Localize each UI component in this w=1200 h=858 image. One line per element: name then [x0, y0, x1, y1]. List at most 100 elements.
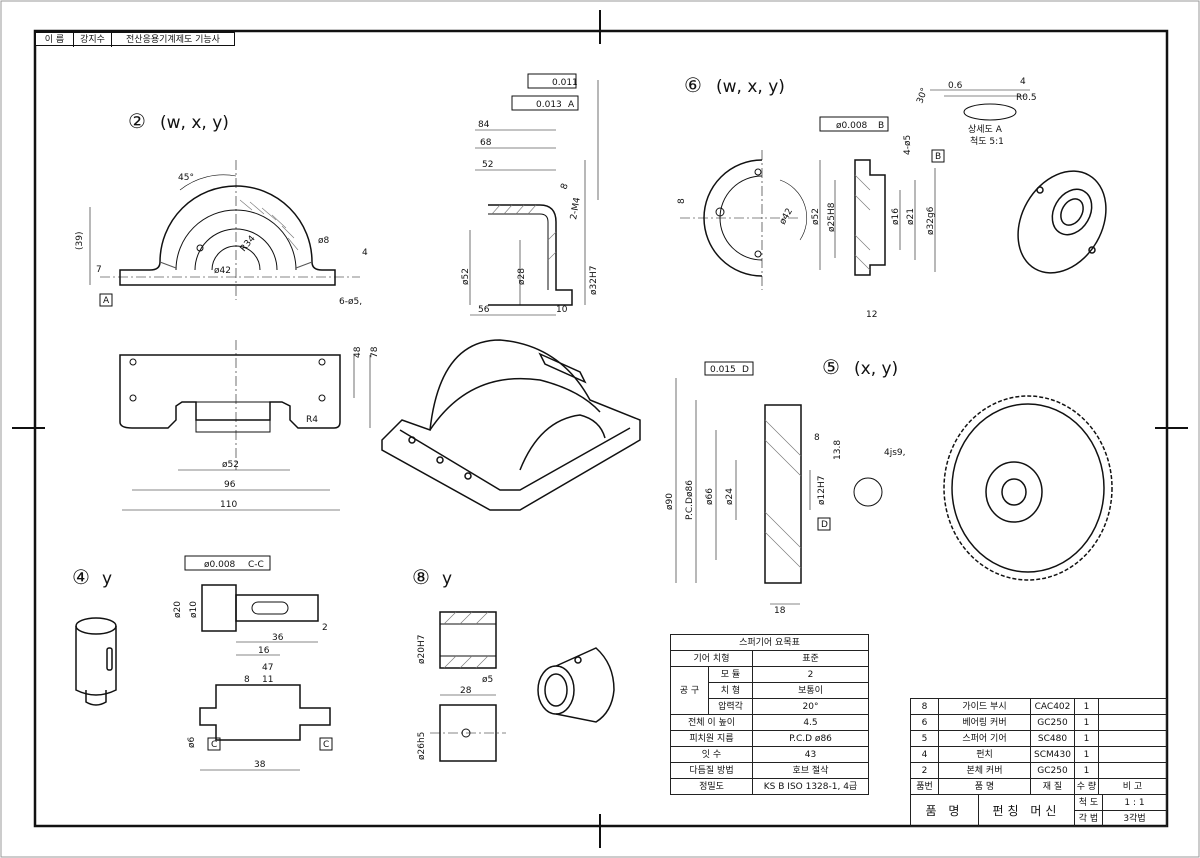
header-note: 비 고 — [1098, 778, 1167, 795]
view-2-side-labels: 0.011 0.013 A 84 68 52 8 2-M4 ø52 ø28 ø3… — [461, 78, 599, 315]
dim-phi52: ø52 — [222, 460, 239, 470]
datum-c1: C — [211, 740, 217, 750]
part-note — [1098, 746, 1167, 763]
dim-phi16: ø16 — [891, 208, 901, 225]
view-6-section — [819, 116, 945, 276]
view-4-title: ④ y — [72, 565, 112, 589]
fc-runout-ref: D — [742, 365, 749, 375]
body-isometric — [381, 339, 641, 511]
dim-48: 48 — [353, 346, 363, 358]
view-5-title: ⑤ (x, y) — [822, 355, 898, 379]
dim-30: 30° — [915, 87, 930, 105]
dim-16: 16 — [258, 646, 270, 656]
view-8-labels: ø20H7 28 ø5 ø26h5 — [417, 635, 493, 760]
dim-39: (39) — [75, 232, 85, 250]
title-student-name: 강지수 — [74, 33, 112, 47]
view-5-number: ⑤ — [822, 355, 840, 379]
part-qty: 1 — [1074, 762, 1099, 779]
detail-scale: 척도 5:1 — [970, 136, 1004, 147]
gear-row-value: P.C.D ø86 — [752, 730, 869, 747]
part-name: 베어링 커버 — [938, 714, 1031, 731]
gear-row-label: 기어 치형 — [670, 650, 753, 667]
bush-isometric — [537, 647, 615, 723]
part-number: 4 — [910, 746, 939, 763]
dim-8d: 8 — [244, 675, 250, 685]
header-qty: 수 량 — [1074, 778, 1099, 795]
gear-tool-label: 공 구 — [670, 666, 709, 715]
dim-phi10: ø10 — [189, 601, 199, 618]
view-4-number: ④ — [72, 565, 90, 589]
dim-0-6: 0.6 — [948, 81, 963, 91]
gear-row-label: 모 듈 — [708, 666, 753, 683]
dim-8b: 8 — [677, 198, 687, 204]
dim-phi52d: ø52 — [811, 208, 821, 225]
bearing-cover-isometric — [1017, 170, 1107, 274]
dim-96: 96 — [224, 480, 236, 490]
datum-c2: C — [323, 740, 329, 750]
dim-56: 56 — [478, 305, 490, 315]
dim-phi32g6: ø32g6 — [926, 206, 936, 235]
dim-phi20h7: ø20H7 — [417, 635, 427, 664]
dim-110: 110 — [220, 500, 237, 510]
fc-perp: 0.013 — [536, 100, 562, 110]
detail-a-sketch — [930, 89, 1030, 121]
dim-phi6: ø6 — [187, 736, 197, 748]
view-2-side-section — [469, 73, 599, 316]
title-name-label: 품 명 — [910, 794, 979, 827]
dim-7: 7 — [96, 265, 102, 275]
view-2-title: ② (w, x, y) — [128, 109, 229, 133]
detail-title: 상세도 A — [968, 124, 1003, 135]
dim-10: 10 — [556, 305, 568, 315]
dim-18: 18 — [774, 606, 786, 616]
fc-coax2-ref: C-C — [248, 560, 264, 570]
title-label-name: 이 름 — [36, 33, 74, 47]
view-8-title: ⑧ y — [412, 565, 452, 589]
dim-phi42b: ø42 — [778, 207, 795, 227]
view-4-drawing — [184, 555, 333, 771]
gear-row-label: 전체 이 높이 — [670, 714, 753, 731]
dim-phi8: ø8 — [318, 236, 330, 246]
view-6-front — [680, 150, 807, 290]
view-8-number: ⑧ — [412, 565, 430, 589]
part-name: 본체 커버 — [938, 762, 1031, 779]
part-number: 6 — [910, 714, 939, 731]
part-material: GC250 — [1030, 762, 1075, 779]
gear-table-title: 스퍼기어 요목표 — [670, 634, 869, 651]
gear-row-label: 잇 수 — [670, 746, 753, 763]
dim-84: 84 — [478, 120, 490, 130]
datum-b: B — [935, 152, 941, 162]
gear-row-value: KS B ISO 1328-1, 4급 — [752, 778, 869, 795]
title-proj-label: 각 법 — [1074, 810, 1103, 827]
dim-phi26h5: ø26h5 — [417, 732, 427, 760]
dim-phi20: ø20 — [173, 601, 183, 618]
view-2-symbols: (w, x, y) — [160, 113, 229, 133]
part-name: 펀치 — [938, 746, 1031, 763]
dim-6-phi5: 6-ø5, — [339, 297, 362, 307]
title-scale-label: 척 도 — [1074, 794, 1103, 811]
dim-2: 2 — [322, 623, 328, 633]
part-name: 스퍼어 기어 — [938, 730, 1031, 747]
part-material: SC480 — [1030, 730, 1075, 747]
dim-45: 45° — [178, 173, 194, 183]
part-note — [1098, 714, 1167, 731]
dim-phi21: ø21 — [906, 208, 916, 225]
dim-13-8: 13.8 — [833, 440, 843, 460]
view-5-labels: 0.015 D ø90 P.C.Dø86 ø66 ø24 ø12H7 13.8 … — [665, 365, 906, 616]
part-number: 8 — [910, 698, 939, 715]
part-qty: 1 — [1074, 746, 1099, 763]
dim-36: 36 — [272, 633, 284, 643]
centering-marks — [12, 10, 1188, 848]
fc-coax-ref: B — [878, 121, 884, 131]
part-note — [1098, 698, 1167, 715]
dim-phi5: ø5 — [482, 675, 493, 685]
dim-phi52c: ø52 — [461, 268, 471, 285]
dim-phi42: ø42 — [214, 266, 231, 276]
part-number: 5 — [910, 730, 939, 747]
